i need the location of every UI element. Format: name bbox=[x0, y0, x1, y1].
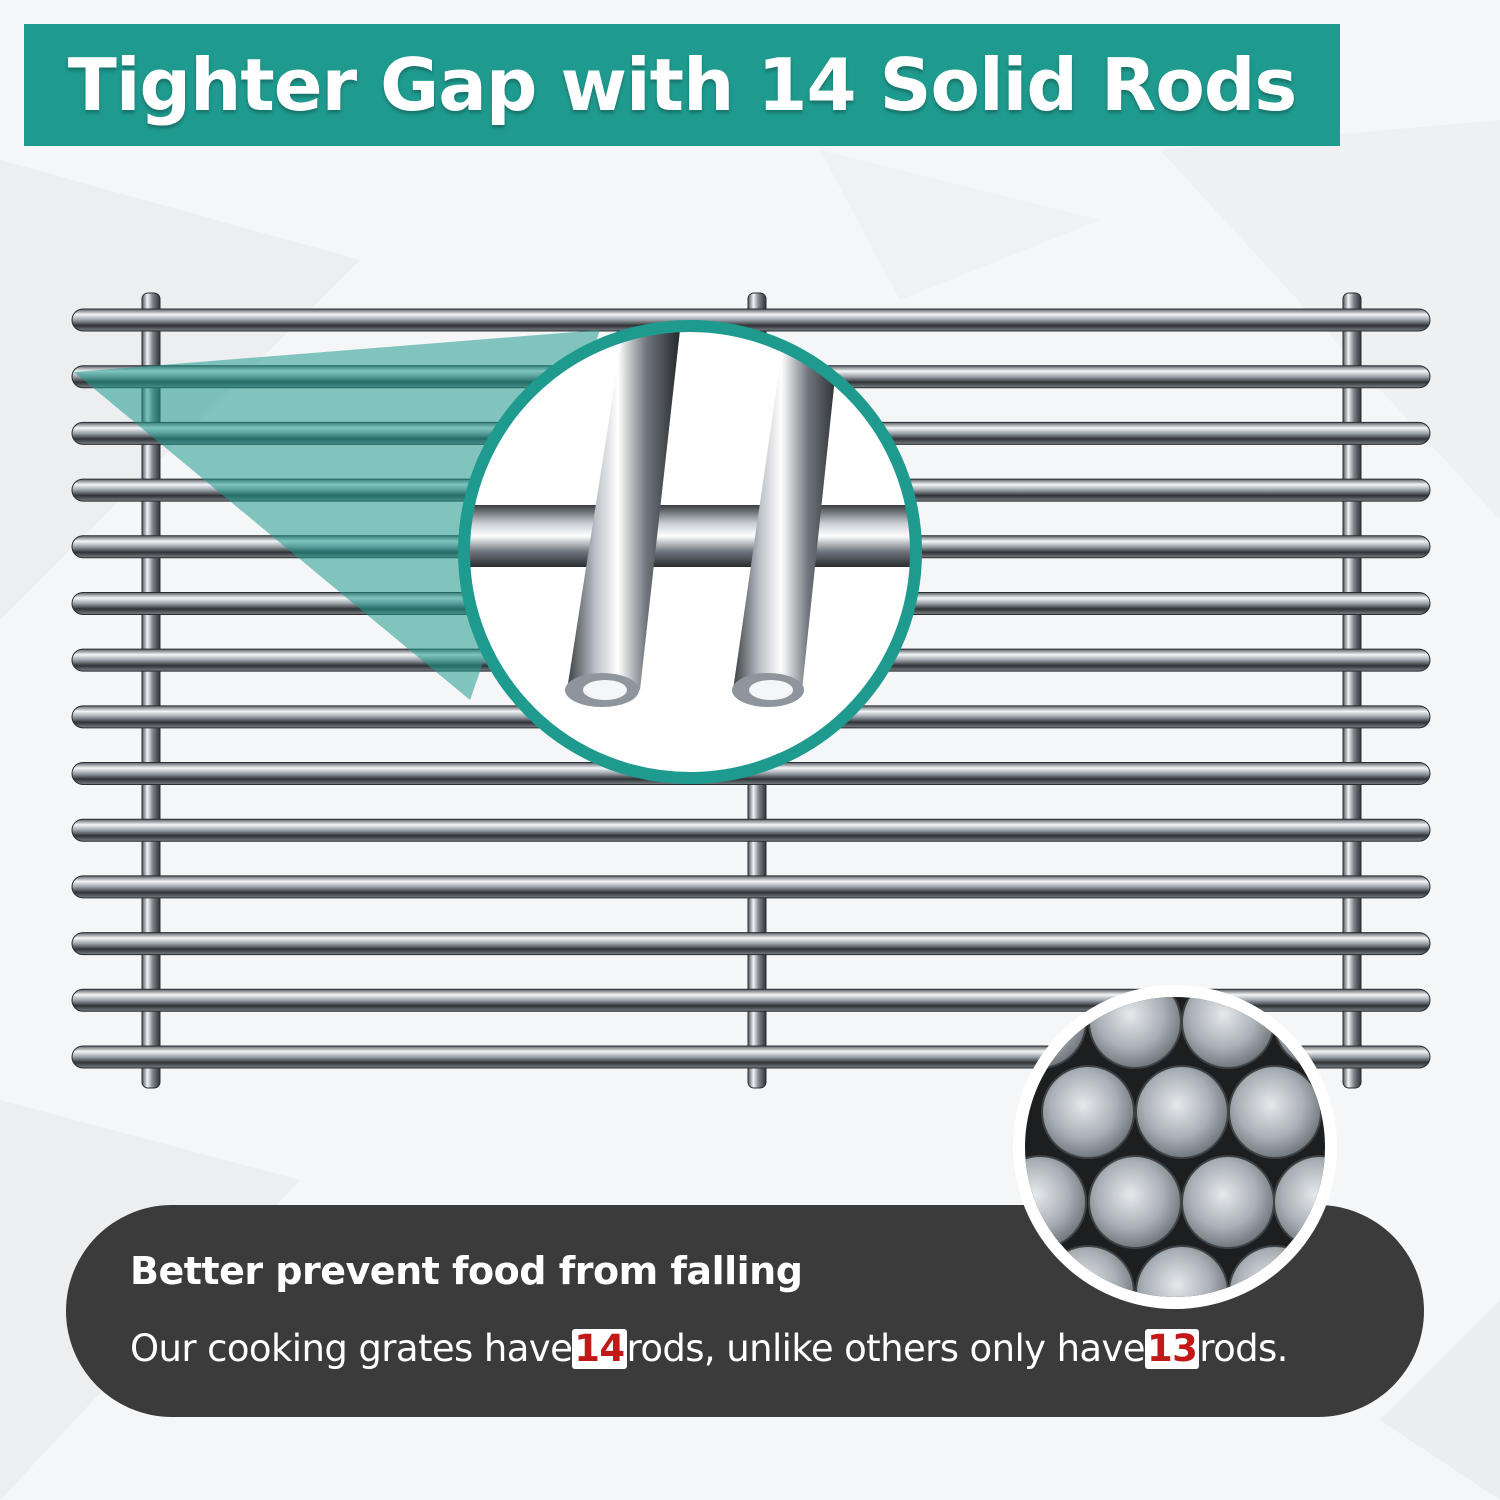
info-body-part2: rods, unlike others only have bbox=[626, 1327, 1146, 1370]
info-body-part1: Our cooking grates have bbox=[130, 1327, 573, 1370]
rod-end bbox=[1135, 1065, 1229, 1159]
rod-count-ours: 14 bbox=[572, 1327, 627, 1370]
rod-end bbox=[1041, 1065, 1135, 1159]
info-body: Our cooking grates have14rods, unlike ot… bbox=[130, 1327, 1288, 1370]
rod-closeup-magnifier-icon bbox=[464, 330, 916, 707]
grate-rod bbox=[71, 875, 1431, 899]
grate-rod bbox=[71, 308, 1431, 332]
zoom-magnifier bbox=[458, 320, 922, 784]
rod-count-others: 13 bbox=[1144, 1327, 1200, 1370]
rod-end bbox=[1228, 1065, 1322, 1159]
page-title: Tighter Gap with 14 Solid Rods bbox=[67, 43, 1297, 127]
title-banner: Tighter Gap with 14 Solid Rods bbox=[24, 24, 1340, 146]
grate-rod bbox=[71, 988, 1431, 1012]
solid-steel-rod-ends-icon bbox=[1013, 985, 1337, 1309]
rod-end bbox=[1088, 1155, 1182, 1249]
grate-rod bbox=[71, 932, 1431, 956]
info-body-part3: rods. bbox=[1199, 1327, 1288, 1370]
info-heading: Better prevent food from falling bbox=[130, 1249, 803, 1293]
grate-crossbar bbox=[1342, 292, 1362, 1089]
grate-rod bbox=[71, 818, 1431, 842]
rod-end bbox=[1181, 1155, 1275, 1249]
